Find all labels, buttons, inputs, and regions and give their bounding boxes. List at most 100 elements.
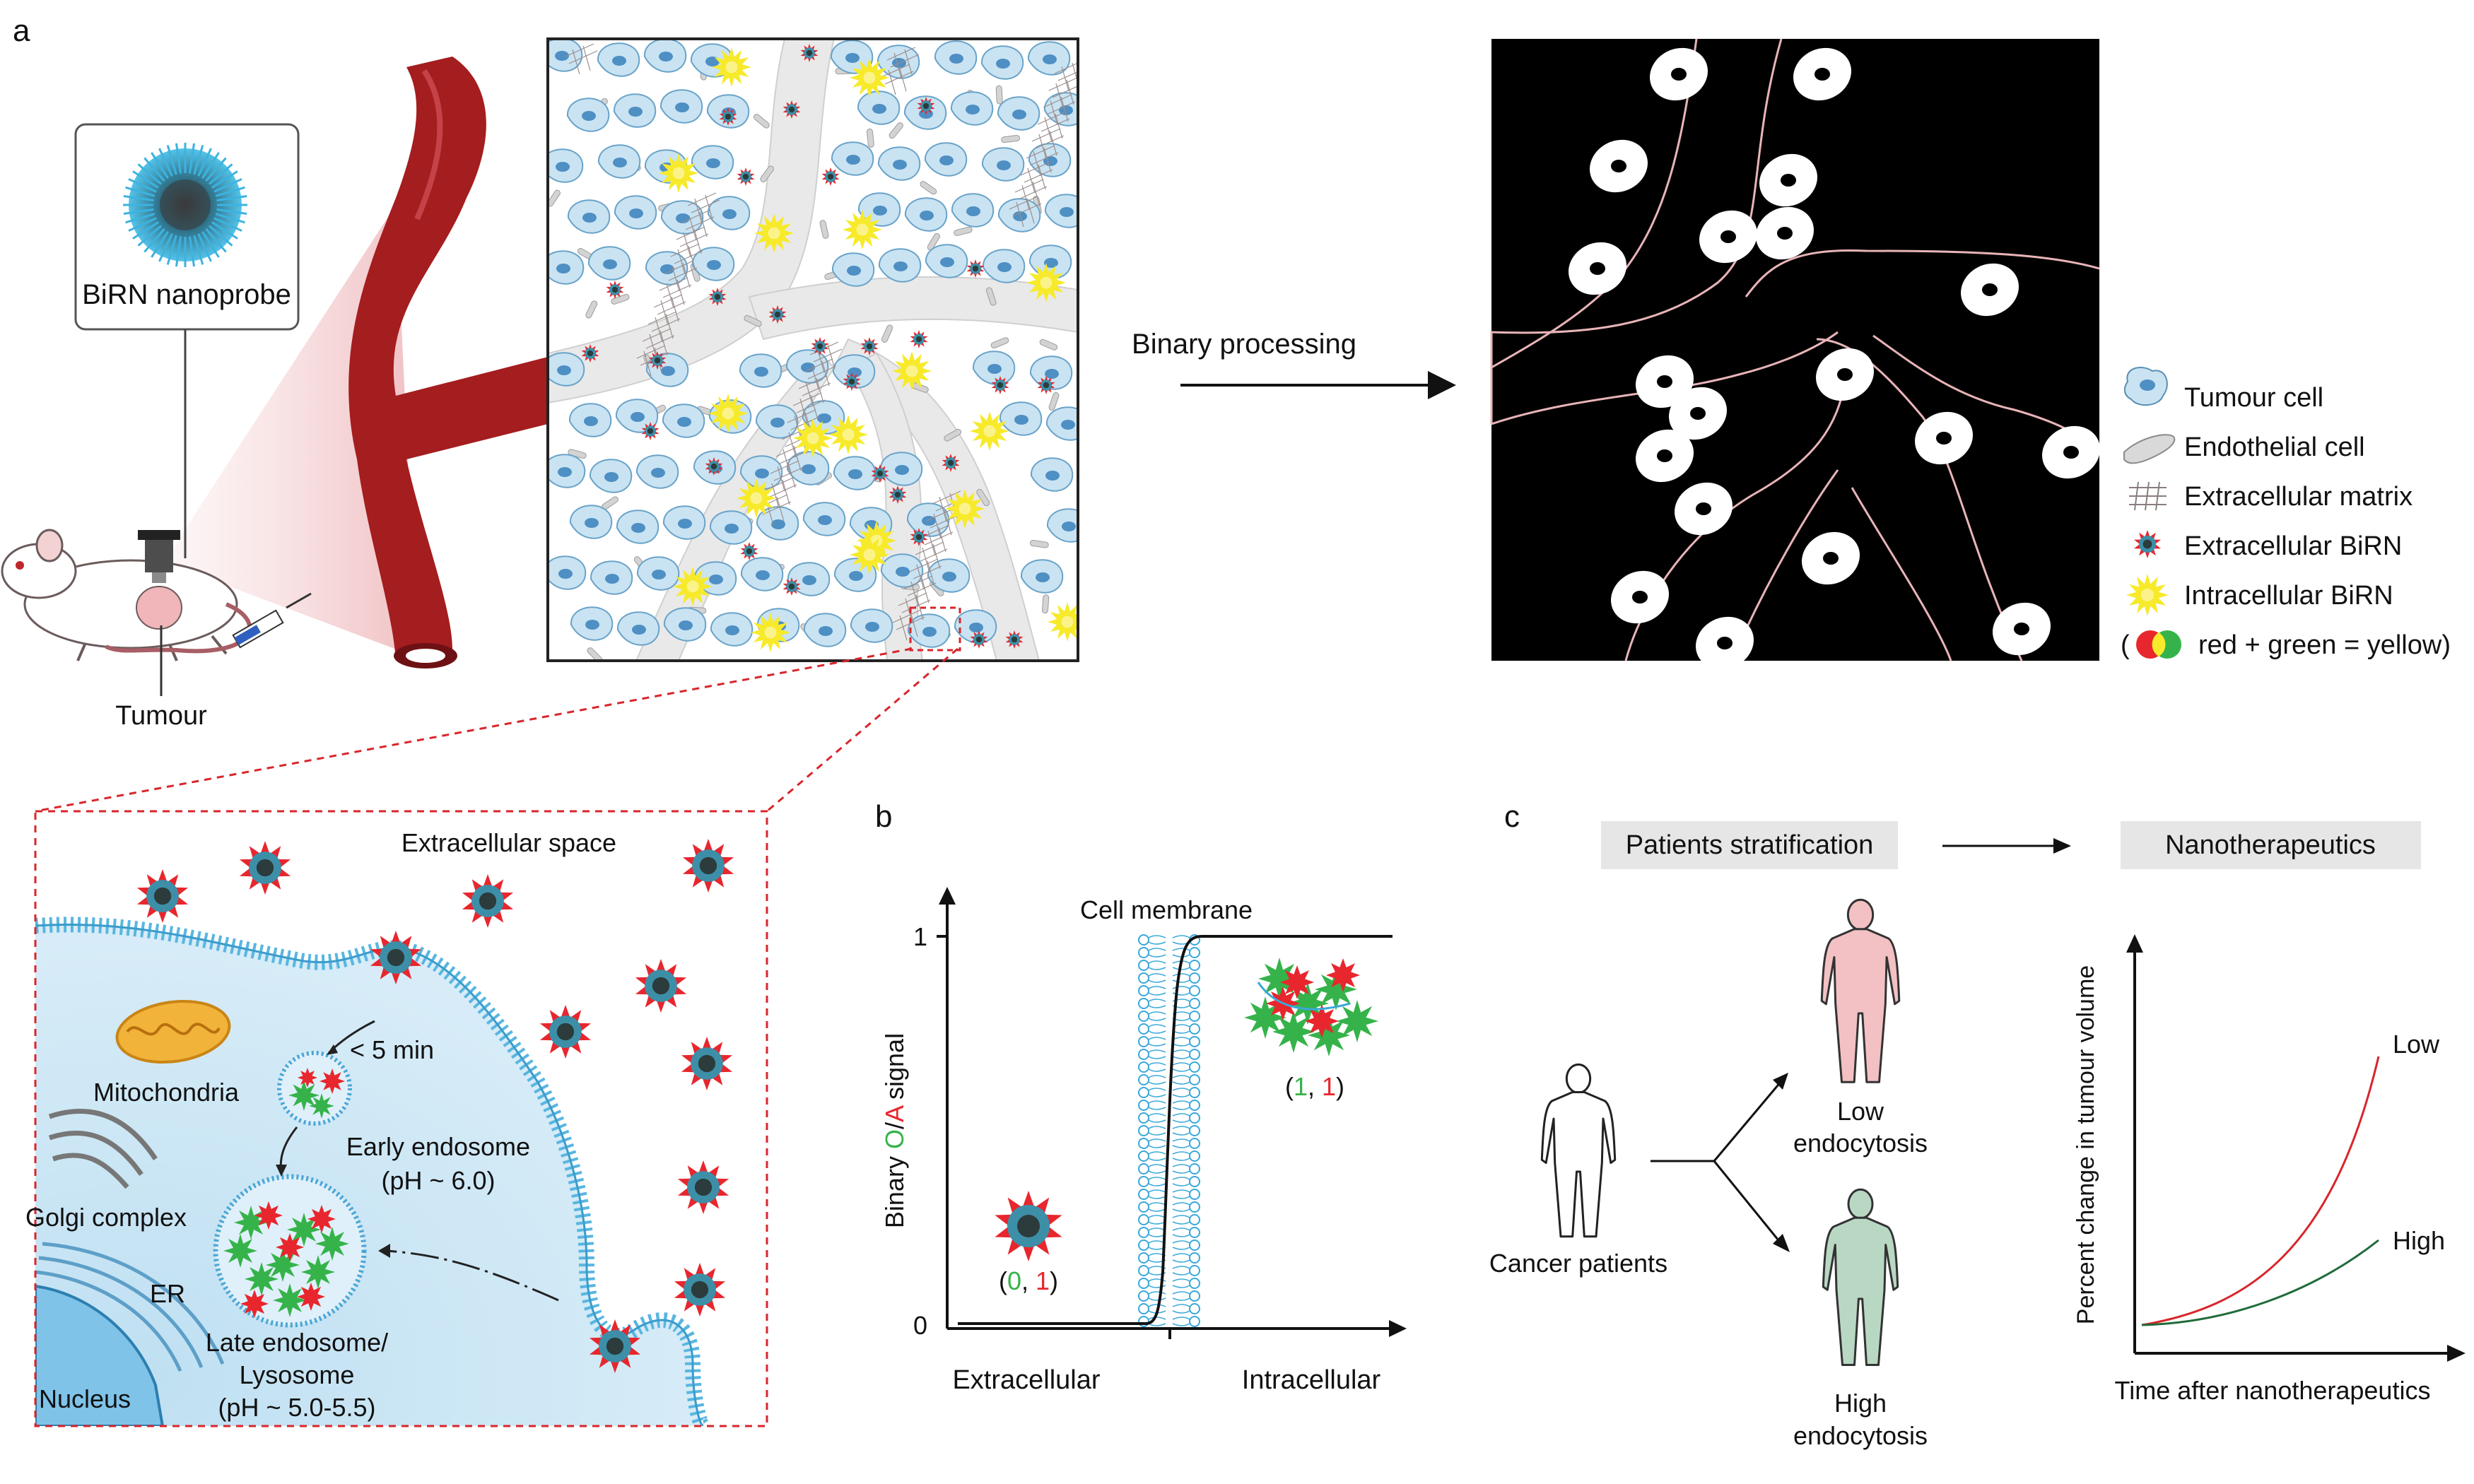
matrix-fibre — [670, 243, 703, 275]
legend-tumour-cell-label: Tumour cell — [2184, 383, 2323, 413]
tumour-cell — [972, 351, 1016, 385]
matrix-fibre — [909, 558, 942, 590]
tumour-cell — [950, 91, 994, 126]
panel-c-letter: c — [1504, 799, 1520, 834]
curve-high-label: High — [2393, 1226, 2445, 1255]
panel-b-letter: b — [875, 799, 892, 834]
tumour-cell — [1046, 508, 1078, 543]
tumour-cell — [755, 404, 799, 439]
er-label: ER — [150, 1279, 185, 1308]
matrix-fibre — [1014, 179, 1048, 211]
matrix-fibre — [792, 392, 826, 424]
birn-particle — [782, 577, 801, 596]
green-signal — [1336, 1000, 1378, 1042]
tumour-cell — [850, 608, 893, 643]
tumour-cell — [857, 90, 901, 125]
tumour-cell — [1020, 559, 1064, 594]
binary-tumour-cell — [1793, 47, 1851, 101]
tumour-cell — [803, 613, 847, 647]
intracellular-birn-particle — [945, 489, 985, 529]
birn-particle — [1005, 630, 1024, 649]
tumour-cell — [878, 248, 922, 283]
binary-tumour-cell — [1590, 139, 1648, 193]
tumour-cell — [954, 609, 997, 644]
tumour-cell — [597, 42, 640, 77]
green-signal — [315, 1227, 349, 1261]
tumour-cell — [709, 510, 753, 545]
matrix-fibre — [804, 358, 837, 390]
birn-particle — [970, 630, 988, 649]
tumour-cell — [740, 557, 784, 591]
matrix-fibre — [653, 294, 686, 326]
birn-particle — [370, 931, 422, 984]
binary-processing-label: Binary processing — [1132, 329, 1356, 360]
tumour-cell — [833, 558, 877, 592]
tumour-cell — [589, 459, 633, 493]
tumour-cell — [907, 613, 951, 648]
matrix-fibre — [903, 575, 937, 607]
green-signal — [288, 1080, 319, 1111]
mitochondria-label: Mitochondria — [93, 1078, 240, 1107]
panel-b-y-label: Binary O/A signal — [880, 1033, 909, 1228]
binary-tumour-cell — [1569, 242, 1626, 295]
blood-vessel — [348, 57, 548, 669]
panel-c-y-arrowhead — [2126, 934, 2143, 953]
microscope-objective-icon — [138, 530, 180, 583]
cancer-patient-figure — [1540, 1063, 1617, 1238]
zoom-line-right — [766, 647, 958, 813]
zoom-box-frame — [34, 810, 768, 1427]
tumour-cell — [548, 454, 586, 488]
binary-tumour-cell — [1699, 210, 1757, 264]
red-signal — [298, 1068, 317, 1088]
tumour-cell — [616, 510, 659, 544]
panel-a-letter: a — [13, 13, 30, 48]
matrix-fibre — [1048, 77, 1078, 109]
red-signal — [1280, 965, 1314, 999]
panel-c-x-arrowhead — [2447, 1345, 2466, 1362]
matrix-fibre — [920, 524, 954, 556]
intracellular-birn-particle — [708, 394, 748, 433]
legend-colour-note: red + green = yellow) — [2198, 630, 2451, 660]
birn-particle — [966, 259, 985, 278]
matrix-fibre — [770, 460, 803, 492]
tumour-cell — [590, 560, 633, 595]
matrix-fibre — [926, 507, 959, 539]
red-signal — [297, 1283, 325, 1311]
birn-particle — [821, 167, 840, 186]
legend-intracellular-birn-icon — [2126, 574, 2169, 616]
high-endocytosis-label-2: endocytosis — [1793, 1421, 1928, 1450]
tumour-cell — [662, 404, 705, 438]
intracellular-birn-particle — [970, 411, 1009, 451]
matrix-fibre — [1054, 62, 1078, 92]
tumour-cell — [614, 195, 657, 230]
tumour-cell — [615, 399, 659, 433]
cell-membrane-label: Cell membrane — [1080, 895, 1253, 924]
zoom-line-left — [35, 647, 913, 813]
tumour-cell — [710, 612, 754, 647]
matrix-fibre — [1037, 111, 1070, 143]
matrix-fibre — [1026, 145, 1059, 177]
tumour-cell — [831, 252, 875, 287]
birn-nanoprobe-icon — [123, 143, 247, 267]
panel-c-axes — [2133, 947, 2453, 1355]
matrix-fibre — [764, 477, 797, 509]
green-signal — [287, 1213, 321, 1247]
birn-particle — [641, 422, 659, 440]
intracellular-birn-particle — [754, 213, 794, 253]
extracellular-space-label: Extracellular space — [401, 828, 616, 857]
birn-particle — [917, 97, 935, 115]
red-signal — [307, 1205, 336, 1233]
tumour-cell — [548, 250, 585, 285]
nucleus-label: Nucleus — [39, 1384, 131, 1413]
arrow-recycling — [385, 1249, 559, 1302]
late-endosome-label: Late endosome/ — [206, 1328, 388, 1357]
tumour-cell — [569, 505, 613, 539]
green-signal — [301, 1255, 335, 1289]
tumour-cell — [982, 249, 1026, 283]
tumour-cell — [548, 352, 585, 387]
mouse-icon — [1, 529, 252, 661]
intracellular-birn-particle — [751, 613, 790, 652]
birn-particle — [708, 288, 727, 306]
matrix-fibre — [565, 43, 598, 75]
